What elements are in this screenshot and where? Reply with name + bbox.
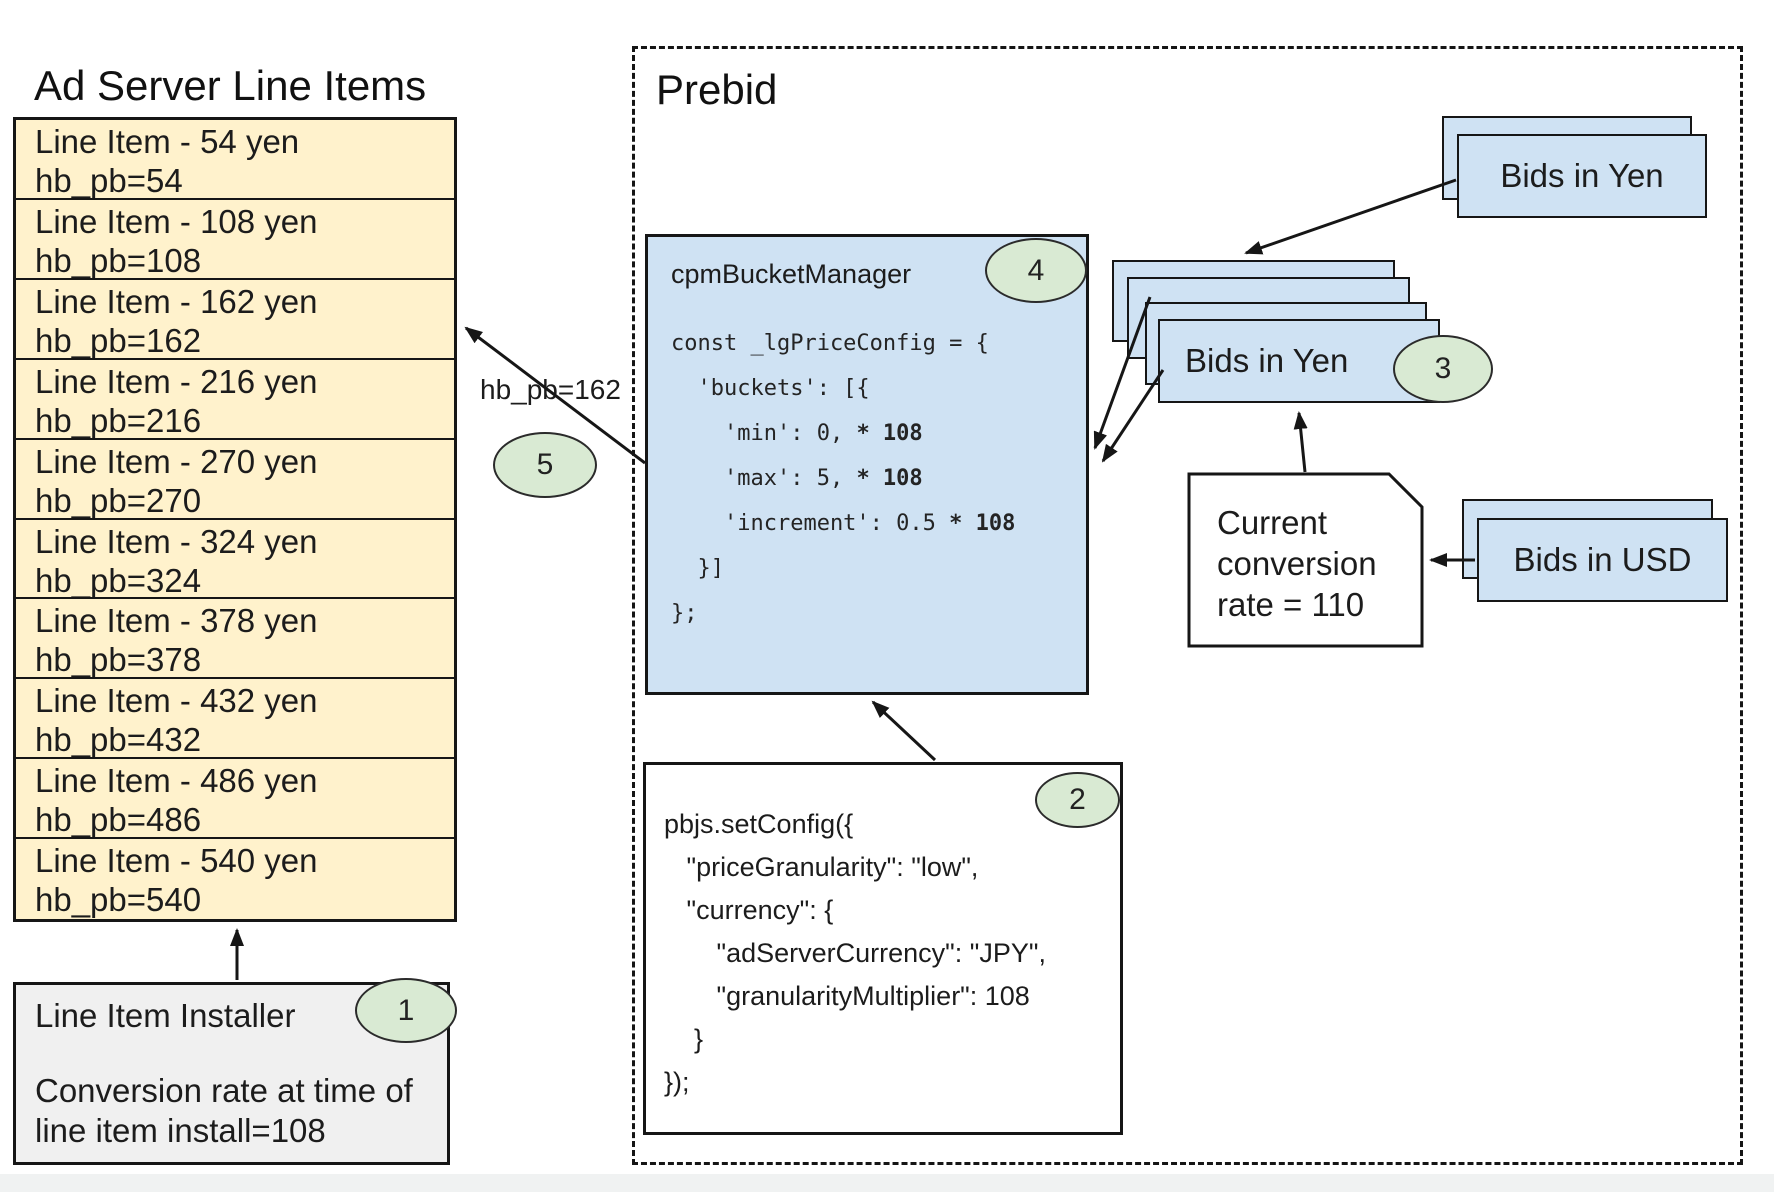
code-line: const _lgPriceConfig = { (671, 331, 989, 356)
line-item-row: Line Item - 54 yen hb_pb=54 (16, 120, 454, 200)
conversion-note-text: Current conversion rate = 110 (1217, 502, 1377, 625)
prebid-title: Prebid (656, 66, 778, 113)
code-line: 'min': 0, * 108 (671, 421, 923, 446)
line-item-row: Line Item - 270 yen hb_pb=270 (16, 440, 454, 520)
usd-source-label: Bids in USD (1513, 541, 1692, 578)
hb-pb-arrow-label: hb_pb=162 (480, 374, 621, 405)
yen-source-card-front: Bids in Yen (1457, 134, 1707, 218)
yen-stack-label: Bids in Yen (1185, 342, 1349, 379)
conversion-note-line2: conversion (1217, 545, 1377, 582)
line-item-hb: hb_pb=54 (35, 162, 183, 199)
line-item-hb: hb_pb=108 (35, 241, 202, 279)
line-item-row: Line Item - 378 yen hb_pb=378 (16, 599, 454, 680)
line-item-label: Line Item - 378 yen (35, 602, 318, 640)
cpm-bucket-manager-title: cpmBucketManager (671, 259, 912, 289)
step-badge-2: 2 (1035, 772, 1120, 828)
config-line: "adServerCurrency": "JPY", (664, 938, 1046, 968)
setconfig-code: pbjs.setConfig({ "priceGranularity": "lo… (664, 803, 1046, 1104)
line-item-hb: hb_pb=486 (35, 801, 202, 839)
line-item-row: Line Item - 108 yen hb_pb=108 (16, 200, 454, 280)
installer-note-line1: Conversion rate at time of (35, 1072, 413, 1109)
code-line: }; (671, 601, 698, 626)
line-item-label: Line Item - 324 yen (35, 522, 318, 560)
line-item-label: Line Item - 432 yen (35, 682, 318, 720)
line-item-row: Line Item - 162 yen hb_pb=162 (16, 280, 454, 360)
line-item-row: Line Item - 486 yen hb_pb=486 (16, 759, 454, 840)
step-badge-5: 5 (493, 432, 597, 498)
bucket-manager-code: const _lgPriceConfig = { 'buckets': [{ '… (671, 321, 1015, 636)
line-item-hb: hb_pb=324 (35, 561, 202, 599)
line-item-row: Line Item - 540 yen hb_pb=540 (16, 839, 454, 919)
line-item-label: Line Item - 216 yen (35, 362, 318, 400)
code-line: 'buckets': [{ (671, 376, 870, 401)
line-item-hb: hb_pb=540 (35, 881, 202, 919)
installer-note-line2: line item install=108 (35, 1112, 326, 1149)
installer-note: Conversion rate at time of line item ins… (35, 1071, 413, 1151)
line-item-label: Line Item - 540 yen (35, 842, 318, 880)
installer-title: Line Item Installer (35, 997, 296, 1034)
line-items-table: Line Item - 54 yen hb_pb=54 Line Item - … (13, 117, 457, 922)
line-item-label: Line Item - 108 yen (35, 202, 318, 240)
step-badge-3: 3 (1393, 335, 1493, 403)
code-line: 'max': 5, * 108 (671, 466, 923, 491)
config-line: "priceGranularity": "low", (664, 852, 979, 882)
line-item-row: Line Item - 432 yen hb_pb=432 (16, 679, 454, 760)
config-line: pbjs.setConfig({ (664, 809, 854, 839)
conversion-note-line3: rate = 110 (1217, 586, 1365, 623)
config-line: "granularityMultiplier": 108 (664, 981, 1030, 1011)
cpm-bucket-manager-box: cpmBucketManager const _lgPriceConfig = … (645, 234, 1089, 695)
line-item-hb: hb_pb=162 (35, 321, 202, 359)
prebid-container (632, 46, 1743, 1165)
pbjs-setconfig-box: pbjs.setConfig({ "priceGranularity": "lo… (643, 762, 1123, 1135)
usd-source-card-front: Bids in USD (1477, 518, 1728, 602)
line-item-label: Line Item - 270 yen (35, 442, 318, 480)
line-item-hb: hb_pb=270 (35, 481, 202, 519)
step-badge-4: 4 (985, 238, 1087, 303)
code-line: }] (671, 556, 724, 581)
config-line: }); (664, 1067, 690, 1097)
line-item-label: Line Item - 54 yen (35, 123, 300, 160)
yen-bid-card-front: Bids in Yen (1158, 319, 1440, 403)
code-line: 'increment': 0.5 * 108 (671, 511, 1016, 536)
line-item-hb: hb_pb=216 (35, 401, 202, 439)
step-badge-1: 1 (355, 978, 457, 1043)
config-line: "currency": { (664, 895, 834, 925)
conversion-note-line1: Current (1217, 504, 1328, 541)
line-item-hb: hb_pb=432 (35, 721, 202, 759)
config-line: } (664, 1024, 704, 1054)
line-item-row: Line Item - 324 yen hb_pb=324 (16, 520, 454, 600)
line-item-hb: hb_pb=378 (35, 641, 202, 679)
line-item-label: Line Item - 486 yen (35, 762, 318, 800)
line-item-label: Line Item - 162 yen (35, 282, 318, 320)
ad-server-title: Ad Server Line Items (34, 62, 427, 109)
yen-source-label: Bids in Yen (1500, 157, 1664, 194)
canvas-footer-band (0, 1174, 1774, 1192)
line-item-row: Line Item - 216 yen hb_pb=216 (16, 360, 454, 440)
